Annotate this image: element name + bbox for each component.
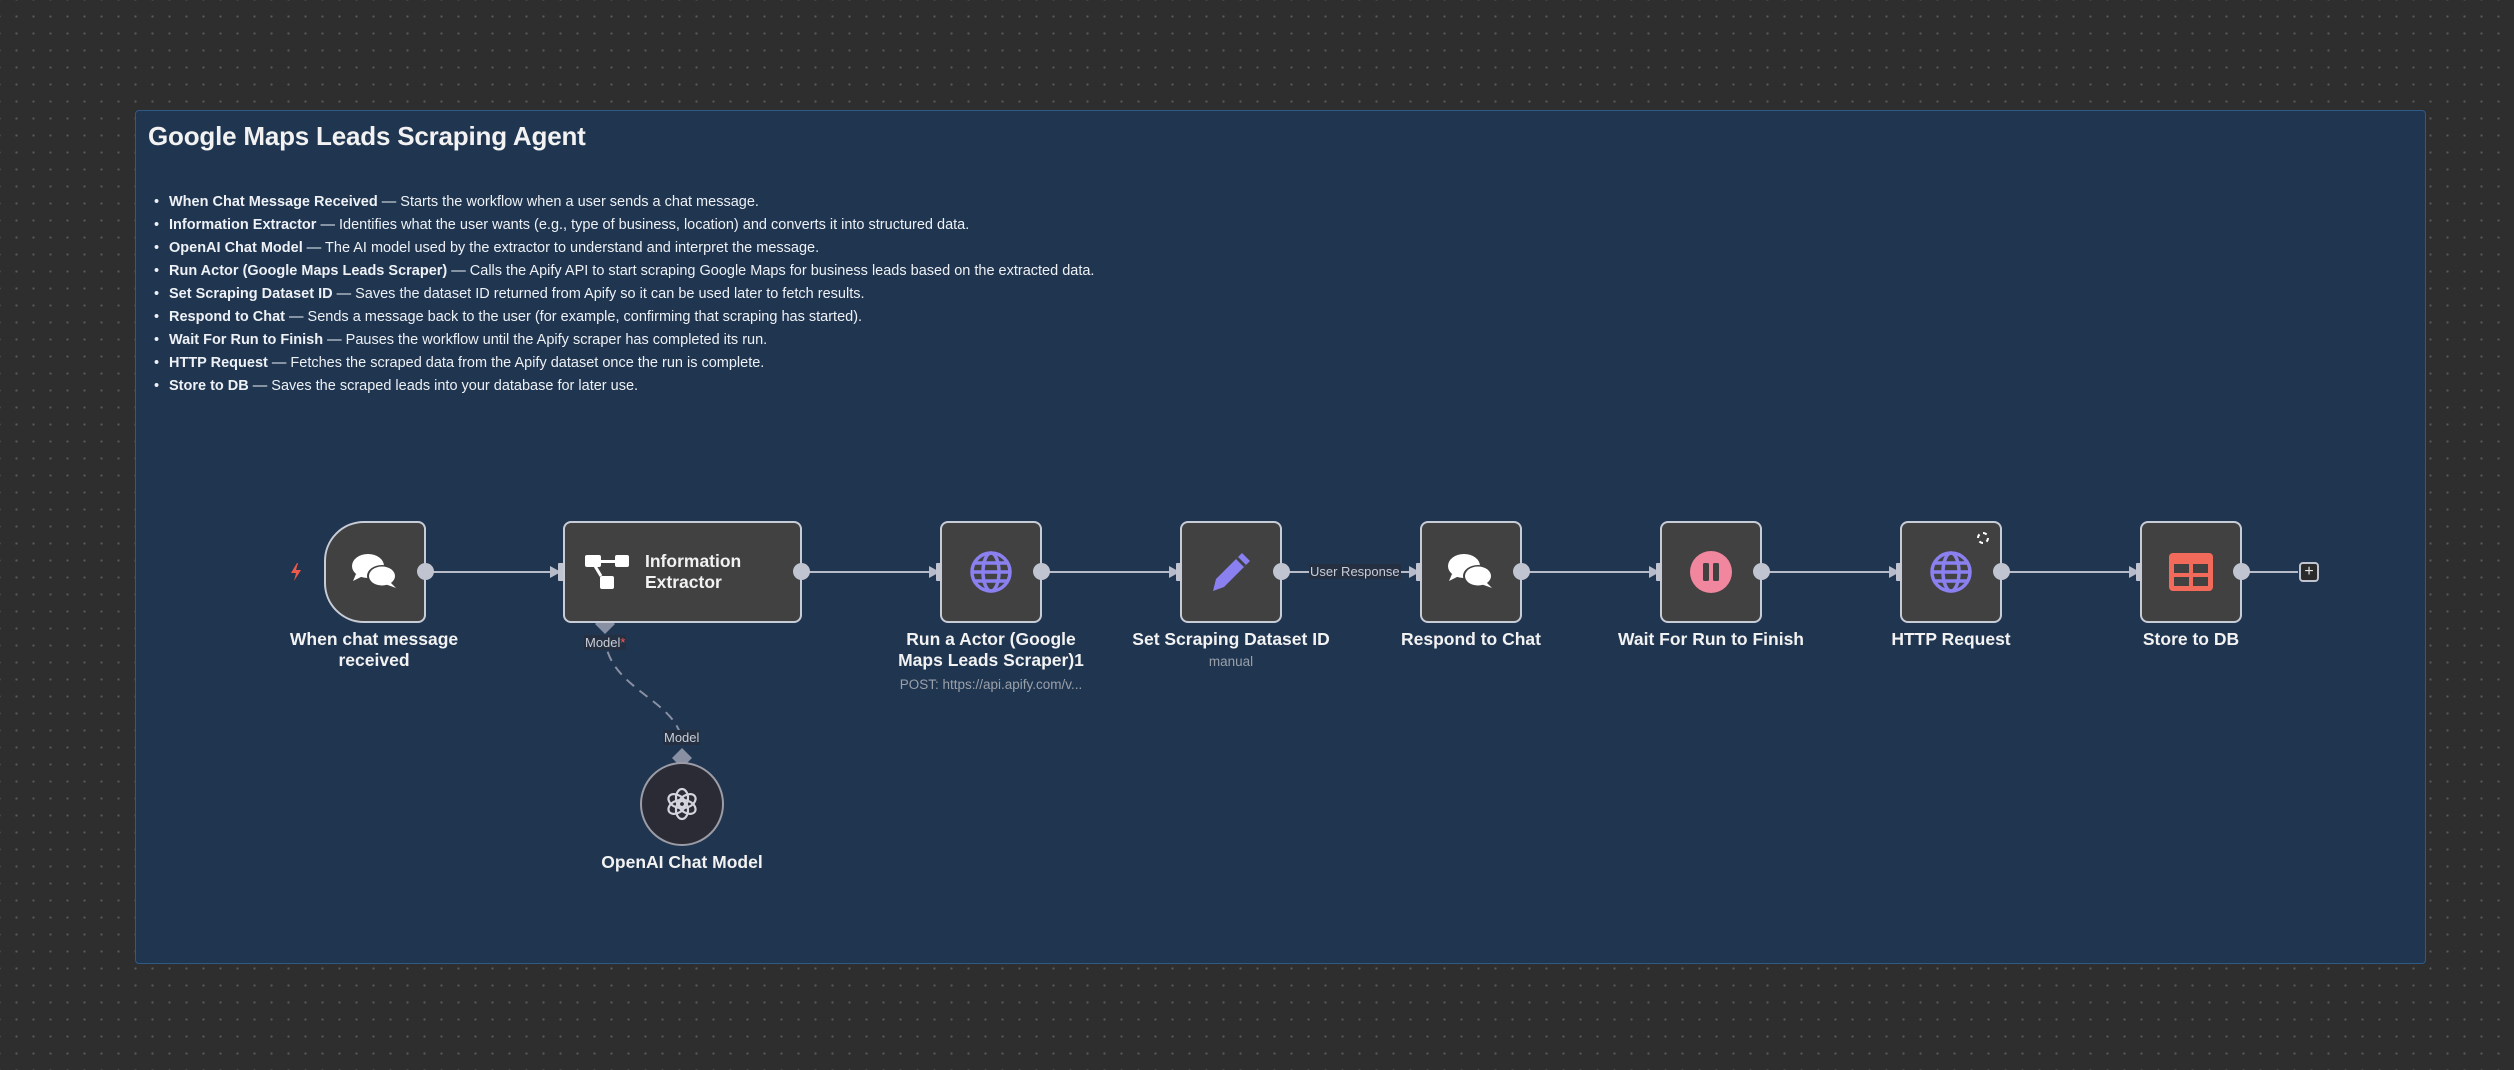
note-item: OpenAI Chat Model — The AI model used by… [154, 237, 1094, 260]
note-item-name: HTTP Request [169, 355, 268, 371]
output-port[interactable] [1753, 563, 1770, 580]
note-item-desc: — Identifies what the user wants (e.g., … [316, 217, 970, 233]
node-label-line: Maps Leads Scraper)1 [898, 650, 1084, 670]
node-run-actor[interactable] [940, 521, 1042, 623]
node-title: Information Extractor [645, 551, 741, 593]
node-wait-for-run[interactable] [1660, 521, 1762, 623]
node-chat-trigger[interactable] [324, 521, 426, 623]
output-port[interactable] [2233, 563, 2250, 580]
output-port[interactable] [1513, 563, 1530, 580]
model-input-label: Model [663, 730, 701, 745]
node-information-extractor[interactable]: Information Extractor [563, 521, 802, 623]
note-item-desc: — Saves the scraped leads into your data… [248, 378, 639, 394]
openai-logo-icon [667, 787, 697, 821]
node-title-line: Information [645, 551, 742, 571]
loading-spinner-icon [1977, 532, 1989, 544]
note-item-name: Wait For Run to Finish [169, 332, 324, 348]
output-port[interactable] [793, 563, 810, 580]
trigger-bolt-icon [291, 563, 301, 581]
node-set-scraping-dataset-id[interactable] [1180, 521, 1282, 623]
note-item: Information Extractor — Identifies what … [154, 214, 1094, 237]
node-label: When chat message received [290, 629, 458, 671]
note-item-name: Store to DB [169, 378, 249, 394]
node-label: Wait For Run to Finish [1618, 629, 1804, 649]
output-port[interactable] [1993, 563, 2010, 580]
node-subtitle: POST: https://api.apify.com/v... [899, 677, 1083, 692]
output-port[interactable] [1033, 563, 1050, 580]
node-respond-to-chat[interactable] [1420, 521, 1522, 623]
pencil-icon [1213, 553, 1250, 591]
node-label-line: Run a Actor (Google [906, 629, 1076, 649]
note-item: Respond to Chat — Sends a message back t… [154, 306, 1094, 329]
chat-bubbles-icon [1448, 554, 1493, 588]
output-port[interactable] [417, 563, 434, 580]
node-label: Set Scraping Dataset ID [1132, 629, 1330, 649]
node-label-line: When chat message [289, 629, 459, 649]
node-label: OpenAI Chat Model [601, 852, 763, 872]
node-label: Store to DB [2142, 629, 2240, 649]
note-item-name: Respond to Chat [169, 309, 285, 325]
model-port-label-text: Model [585, 635, 621, 650]
node-http-request[interactable] [1900, 521, 2002, 623]
note-item-desc: — Fetches the scraped data from the Apif… [267, 355, 765, 371]
note-item-desc: — Saves the dataset ID returned from Api… [332, 286, 865, 302]
note-item-name: Run Actor (Google Maps Leads Scraper) [169, 263, 448, 279]
note-item: Wait For Run to Finish — Pauses the work… [154, 329, 1094, 352]
node-label: Respond to Chat [1401, 629, 1541, 649]
note-item-name: Information Extractor [169, 217, 317, 233]
note-item: Run Actor (Google Maps Leads Scraper) — … [154, 260, 1094, 283]
sticky-note[interactable]: Google Maps Leads Scraping Agent When Ch… [135, 110, 2426, 964]
node-subtitle: manual [1208, 654, 1254, 669]
output-port[interactable] [1273, 563, 1290, 580]
globe-icon [970, 551, 1012, 593]
required-marker: * [620, 635, 626, 650]
note-item-desc: — Sends a message back to the user (for … [285, 309, 863, 325]
pause-icon [1690, 551, 1732, 593]
node-label-line: received [338, 650, 410, 670]
node-store-to-db[interactable] [2140, 521, 2242, 623]
node-label: Run a Actor (Google Maps Leads Scraper)1 [898, 629, 1084, 671]
note-item: HTTP Request — Fetches the scraped data … [154, 352, 1094, 375]
note-item: Store to DB — Saves the scraped leads in… [154, 375, 1094, 398]
note-item-desc: — The AI model used by the extractor to … [302, 240, 820, 256]
note-item-name: Set Scraping Dataset ID [169, 286, 333, 302]
note-item: When Chat Message Received — Starts the … [154, 191, 1094, 214]
chat-bubbles-icon [352, 554, 397, 588]
note-item-desc: — Pauses the workflow until the Apify sc… [323, 332, 768, 348]
connection-label-user-response: User Response [1309, 564, 1401, 579]
note-item-name: OpenAI Chat Model [169, 240, 303, 256]
extractor-tree-icon [585, 555, 629, 589]
node-title-line: Extractor [645, 572, 722, 592]
note-item-desc: — Starts the workflow when a user sends … [377, 194, 759, 210]
add-node-button[interactable]: + [2299, 562, 2319, 582]
table-icon [2169, 553, 2213, 591]
node-openai-chat-model[interactable] [640, 762, 724, 846]
note-item-name: When Chat Message Received [169, 194, 378, 210]
note-item: Set Scraping Dataset ID — Saves the data… [154, 283, 1094, 306]
node-label: HTTP Request [1891, 629, 2011, 649]
globe-icon [1930, 551, 1972, 593]
model-port-label: Model* [584, 635, 627, 650]
sticky-note-title: Google Maps Leads Scraping Agent [148, 121, 586, 151]
sticky-note-list: When Chat Message Received — Starts the … [154, 191, 1094, 398]
note-item-desc: — Calls the Apify API to start scraping … [447, 263, 1095, 279]
input-port[interactable] [558, 563, 567, 581]
